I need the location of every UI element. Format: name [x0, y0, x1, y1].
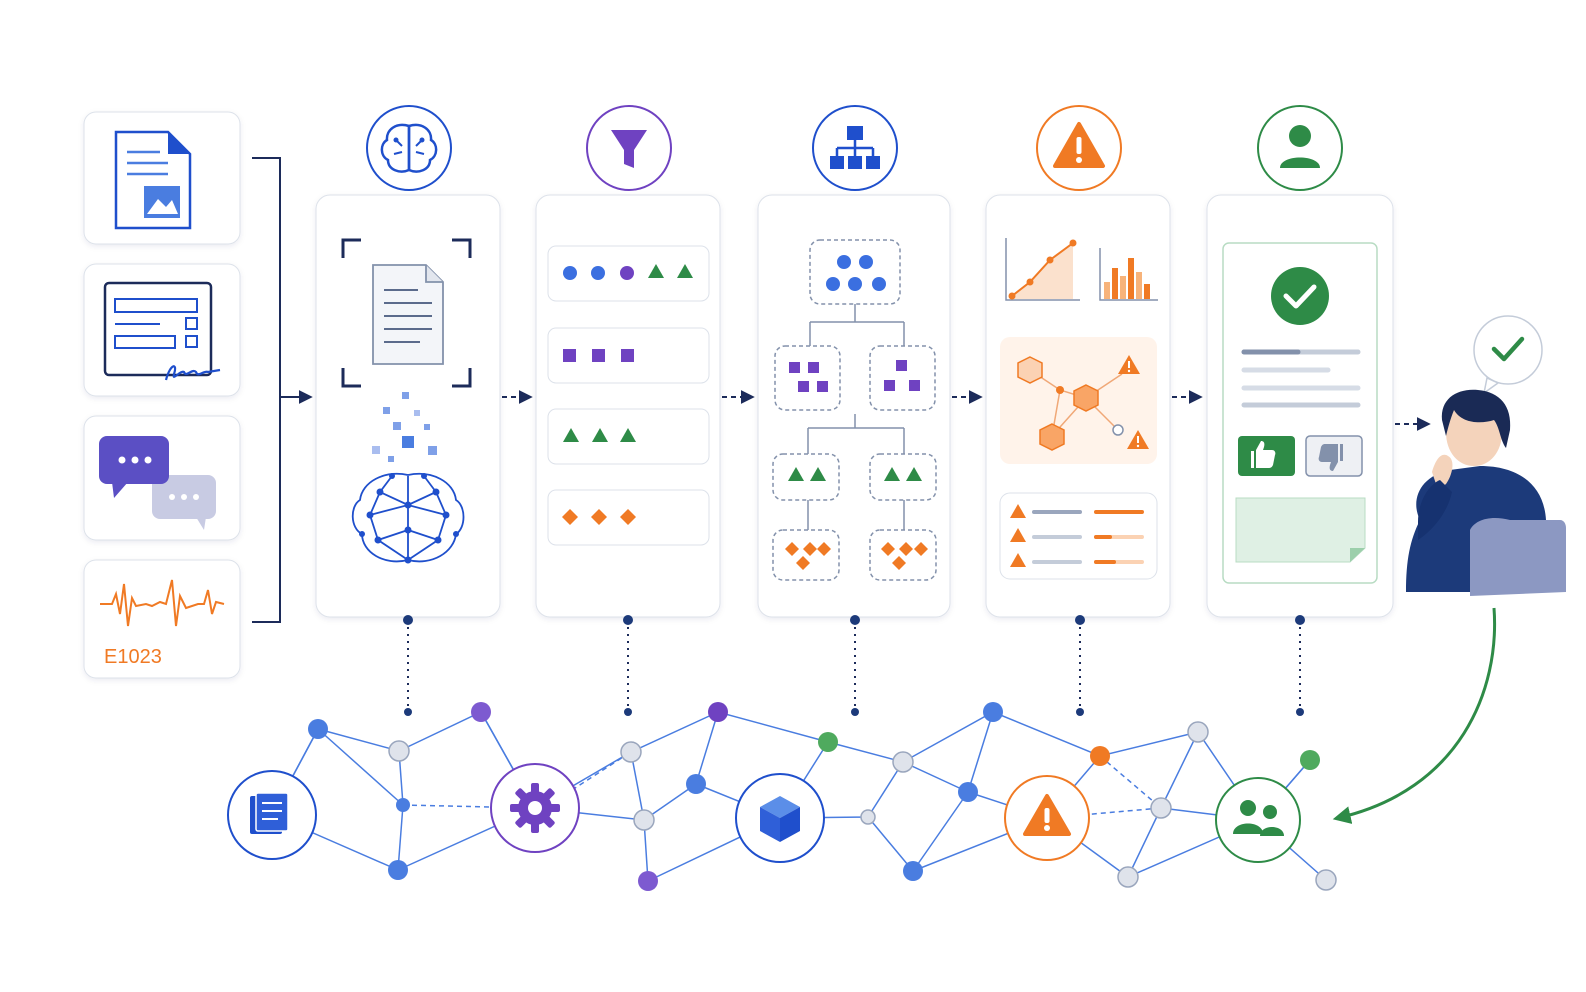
- connector-dots: [403, 615, 1305, 716]
- cube-icon: [760, 796, 800, 842]
- reviewer-person: [1406, 315, 1566, 596]
- neural-nodes: [359, 473, 459, 564]
- scanned-document-icon: [372, 264, 444, 365]
- tree-root: [809, 239, 901, 305]
- network-nodes: [308, 702, 1337, 891]
- anomaly-graph-panel: [1000, 337, 1157, 464]
- tree-connectors: [807, 304, 905, 530]
- thumbs-up-button[interactable]: [1238, 436, 1295, 476]
- stage-anomaly-detection: [985, 105, 1171, 618]
- tree-node-diamonds-a: [772, 529, 840, 581]
- data-particles: [372, 392, 437, 462]
- signed-form-icon: [103, 281, 221, 381]
- tree-node-squares-a: [774, 345, 841, 411]
- document-image-icon: [114, 130, 192, 230]
- line-chart-icon: [1005, 238, 1080, 301]
- alert-list: [999, 492, 1158, 580]
- gear-icon: [510, 783, 560, 833]
- users-icon: [1233, 800, 1284, 836]
- hierarchy-icon: [812, 105, 898, 191]
- scan-frame: [341, 238, 472, 388]
- speech-check-icon: [1491, 336, 1525, 362]
- tree-node-squares-b: [869, 345, 936, 411]
- chat-bubbles-icon: [99, 436, 216, 530]
- bar-chart-icon: [1099, 248, 1158, 301]
- tree-node-triangles-a: [772, 453, 840, 501]
- hub-processing: [490, 763, 580, 853]
- hub-team: [1215, 777, 1301, 863]
- thumbs-down-button[interactable]: [1305, 435, 1363, 477]
- waveform-icon: [100, 579, 225, 627]
- hub-knowledge-base: [227, 770, 317, 860]
- source-form-card: [83, 263, 241, 397]
- stage-human-validation: [1206, 105, 1394, 618]
- funnel-icon: [586, 105, 672, 191]
- source-chat-card: [83, 415, 241, 541]
- feedback-arrow: [1332, 607, 1497, 824]
- user-icon: [1257, 105, 1343, 191]
- source-document-card: [83, 111, 241, 245]
- tree-node-diamonds-b: [869, 529, 937, 581]
- tree-node-triangles-b: [869, 453, 937, 501]
- network-dashed-edges: [402, 751, 1162, 819]
- stage-filtering: [535, 105, 721, 618]
- note-card: [1235, 497, 1366, 563]
- warning-icon: [1036, 105, 1122, 191]
- book-icon: [250, 792, 289, 834]
- sources-bracket: [252, 157, 281, 623]
- stage-hierarchy: [757, 105, 951, 618]
- signal-code: E1023: [104, 646, 162, 668]
- stage-ai-extraction: [315, 105, 501, 618]
- check-circle-icon: [1271, 267, 1329, 325]
- stage-network-connectors: [407, 620, 1301, 712]
- warning-icon: [1023, 794, 1071, 836]
- source-signal-card: E1023: [83, 559, 241, 679]
- hub-alerts: [1004, 775, 1090, 861]
- brain-circuit-icon: [366, 105, 452, 191]
- thumbs-down-icon: [1318, 444, 1343, 471]
- thumbs-up-icon: [1251, 441, 1276, 468]
- hub-model: [735, 773, 825, 863]
